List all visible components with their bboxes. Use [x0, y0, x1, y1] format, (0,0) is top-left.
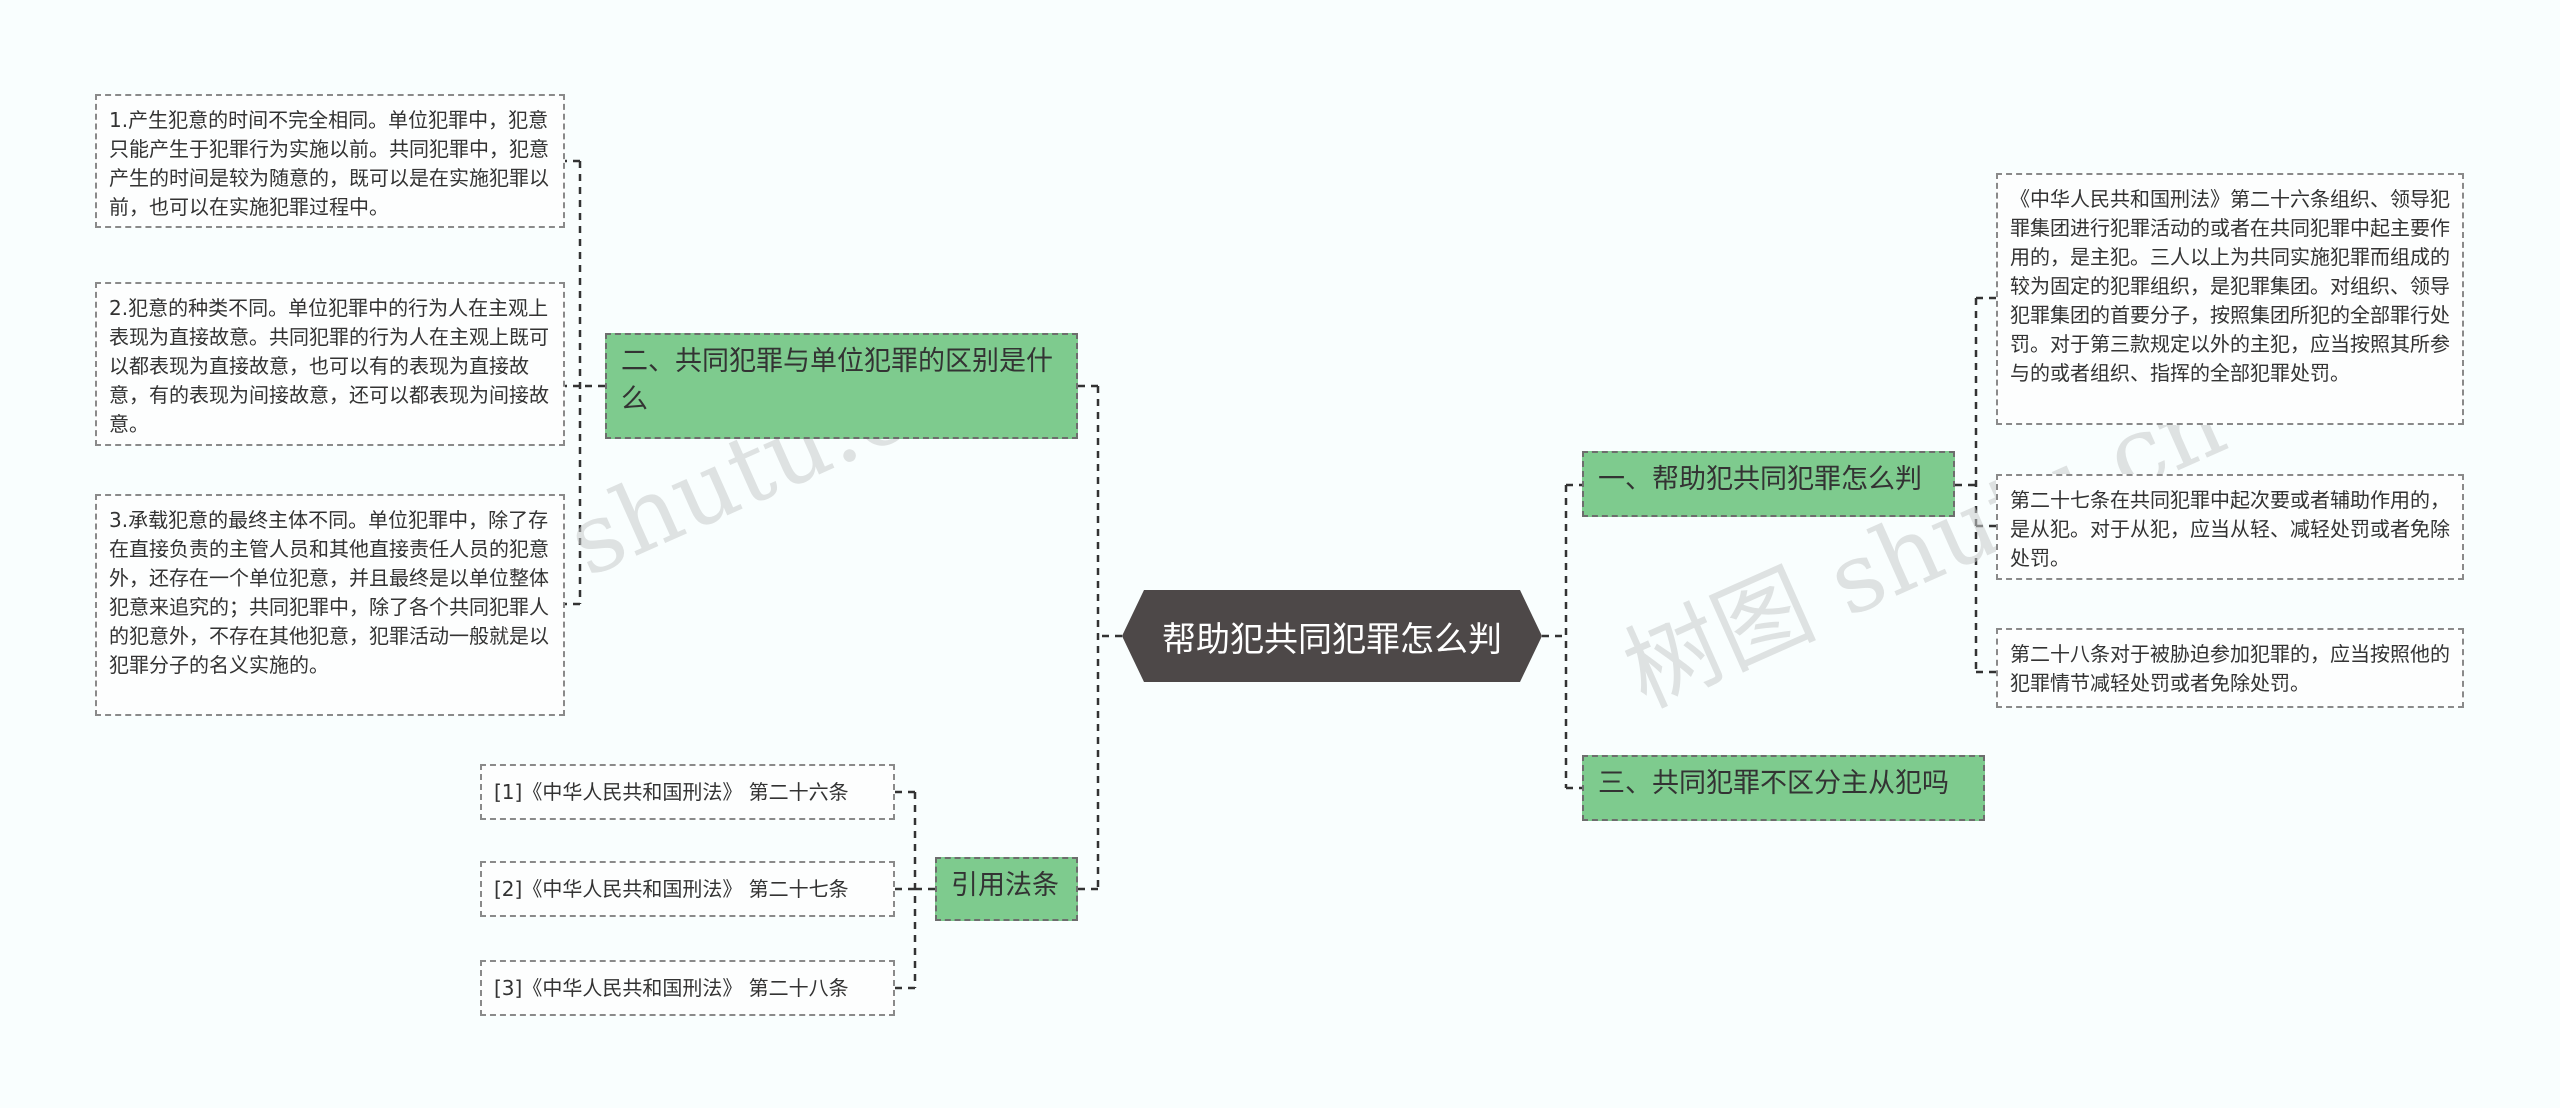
- leaf-difference-point-1[interactable]: 1.产生犯意的时间不完全相同。单位犯罪中，犯意只能产生于犯罪行为实施以前。共同犯…: [95, 94, 565, 228]
- leaf-citation-1[interactable]: [1]《中华人民共和国刑法》 第二十六条: [480, 764, 895, 820]
- branch-how-judged[interactable]: 一、帮助犯共同犯罪怎么判: [1582, 451, 1955, 517]
- leaf-difference-point-2[interactable]: 2.犯意的种类不同。单位犯罪中的行为人在主观上表现为直接故意。共同犯罪的行为人在…: [95, 282, 565, 446]
- leaf-difference-point-3[interactable]: 3.承载犯意的最终主体不同。单位犯罪中，除了存在直接负责的主管人员和其他直接责任…: [95, 494, 565, 716]
- leaf-article-26[interactable]: 《中华人民共和国刑法》第二十六条组织、领导犯罪集团进行犯罪活动的或者在共同犯罪中…: [1996, 173, 2464, 425]
- branch-citations[interactable]: 引用法条: [935, 857, 1078, 921]
- leaf-article-27[interactable]: 第二十七条在共同犯罪中起次要或者辅助作用的，是从犯。对于从犯，应当从轻、减轻处罚…: [1996, 474, 2464, 580]
- leaf-citation-2[interactable]: [2]《中华人民共和国刑法》 第二十七条: [480, 861, 895, 917]
- root-topic[interactable]: 帮助犯共同犯罪怎么判: [1122, 590, 1542, 682]
- branch-difference[interactable]: 二、共同犯罪与单位犯罪的区别是什么: [605, 333, 1078, 439]
- branch-no-distinction[interactable]: 三、共同犯罪不区分主从犯吗: [1582, 755, 1985, 821]
- leaf-citation-3[interactable]: [3]《中华人民共和国刑法》 第二十八条: [480, 960, 895, 1016]
- leaf-article-28[interactable]: 第二十八条对于被胁迫参加犯罪的，应当按照他的犯罪情节减轻处罚或者免除处罚。: [1996, 628, 2464, 708]
